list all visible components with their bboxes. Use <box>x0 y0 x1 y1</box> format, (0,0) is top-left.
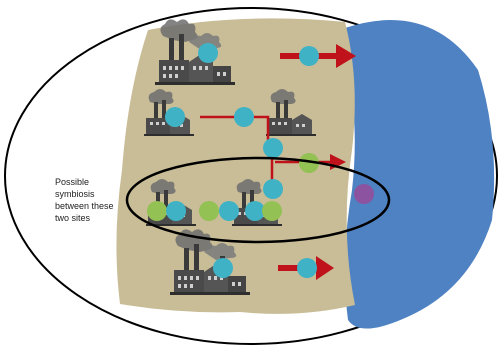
node-cyan <box>245 201 265 221</box>
symbiosis-annotation: Possible symbiosis between these two sit… <box>55 176 147 224</box>
node-purple <box>354 184 374 204</box>
node-green <box>199 201 219 221</box>
node-cyan <box>166 201 186 221</box>
node-cyan <box>213 258 233 278</box>
annotation-line: symbiosis <box>55 189 95 199</box>
node-cyan <box>263 138 283 158</box>
symbiosis-highlight-ellipse <box>125 156 391 244</box>
node-cyan <box>165 107 185 127</box>
flow-nodes <box>147 43 374 278</box>
node-cyan <box>263 179 283 199</box>
annotation-line: between these <box>55 201 114 211</box>
node-cyan <box>297 258 317 278</box>
water-body <box>344 20 495 329</box>
node-cyan <box>198 43 218 63</box>
node-cyan <box>234 107 254 127</box>
node-green <box>262 201 282 221</box>
annotation-line: two sites <box>55 213 91 223</box>
node-green <box>299 153 319 173</box>
node-cyan <box>219 201 239 221</box>
node-cyan <box>299 46 319 66</box>
node-green <box>147 201 167 221</box>
annotation-line: Possible <box>55 177 90 187</box>
